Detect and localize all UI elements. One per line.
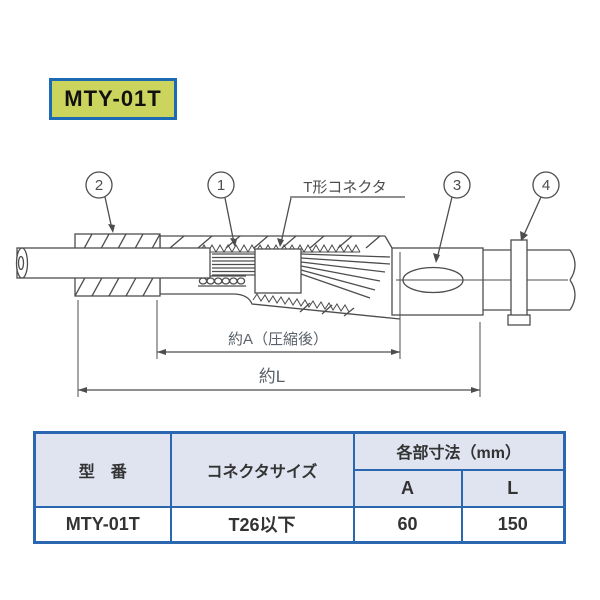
callout-4: 4: [520, 171, 560, 241]
bottom-serration: [252, 293, 350, 313]
wires-right: [300, 253, 391, 299]
dimension-l: 約L: [77, 300, 481, 397]
splice-diagram: 2 1 3 4 T形コネクタ: [15, 171, 576, 397]
spec-data-row: MTY-01T T26以下 60 150: [33, 505, 566, 544]
header-dim-l: L: [460, 468, 566, 508]
header-dim-a: A: [352, 468, 463, 508]
t-connector-block: [254, 248, 302, 294]
crimp-ellipse: [402, 266, 464, 294]
header-model: 型 番: [33, 431, 172, 508]
dimension-l-label: 約L: [259, 367, 285, 386]
cable-break-end: [569, 249, 576, 311]
callout-2-number: 2: [95, 177, 103, 194]
header-dimensions-group: 各部寸法（mm）: [352, 431, 566, 471]
mid-tube: [159, 235, 401, 320]
spec-table: 型 番 コネクタサイズ 各部寸法（mm） A L MTY-01T T26以下 6…: [33, 431, 566, 544]
callout-1: 1: [207, 171, 237, 247]
callout-3-number: 3: [453, 177, 461, 194]
callout-1-number: 1: [217, 177, 225, 194]
callout-3: 3: [433, 171, 471, 263]
connector-label-text: T形コネクタ: [303, 179, 387, 196]
model-badge-label: MTY-01T: [64, 86, 162, 111]
model-badge: MTY-01T: [49, 78, 177, 120]
clamp: [507, 239, 531, 326]
connector-label: T形コネクタ: [277, 179, 405, 247]
cell-connector-size: T26以下: [169, 505, 355, 544]
spec-header-row-2: A L: [35, 468, 566, 508]
spec-header-row-1: 型 番 コネクタサイズ 各部寸法（mm）: [33, 431, 566, 508]
callout-4-number: 4: [542, 177, 550, 194]
dimension-a-label: 約A（圧縮後）: [228, 331, 328, 348]
slope-hatch: [299, 302, 355, 317]
callout-2: 2: [85, 171, 115, 233]
dimension-a: 約A（圧縮後）: [156, 252, 401, 359]
cell-dim-l: 150: [460, 505, 566, 544]
header-connector-size: コネクタサイズ: [169, 431, 355, 508]
cell-model: MTY-01T: [33, 505, 172, 544]
wires-left: [212, 253, 255, 276]
cell-dim-a: 60: [352, 505, 463, 544]
cable-left: [15, 247, 211, 279]
